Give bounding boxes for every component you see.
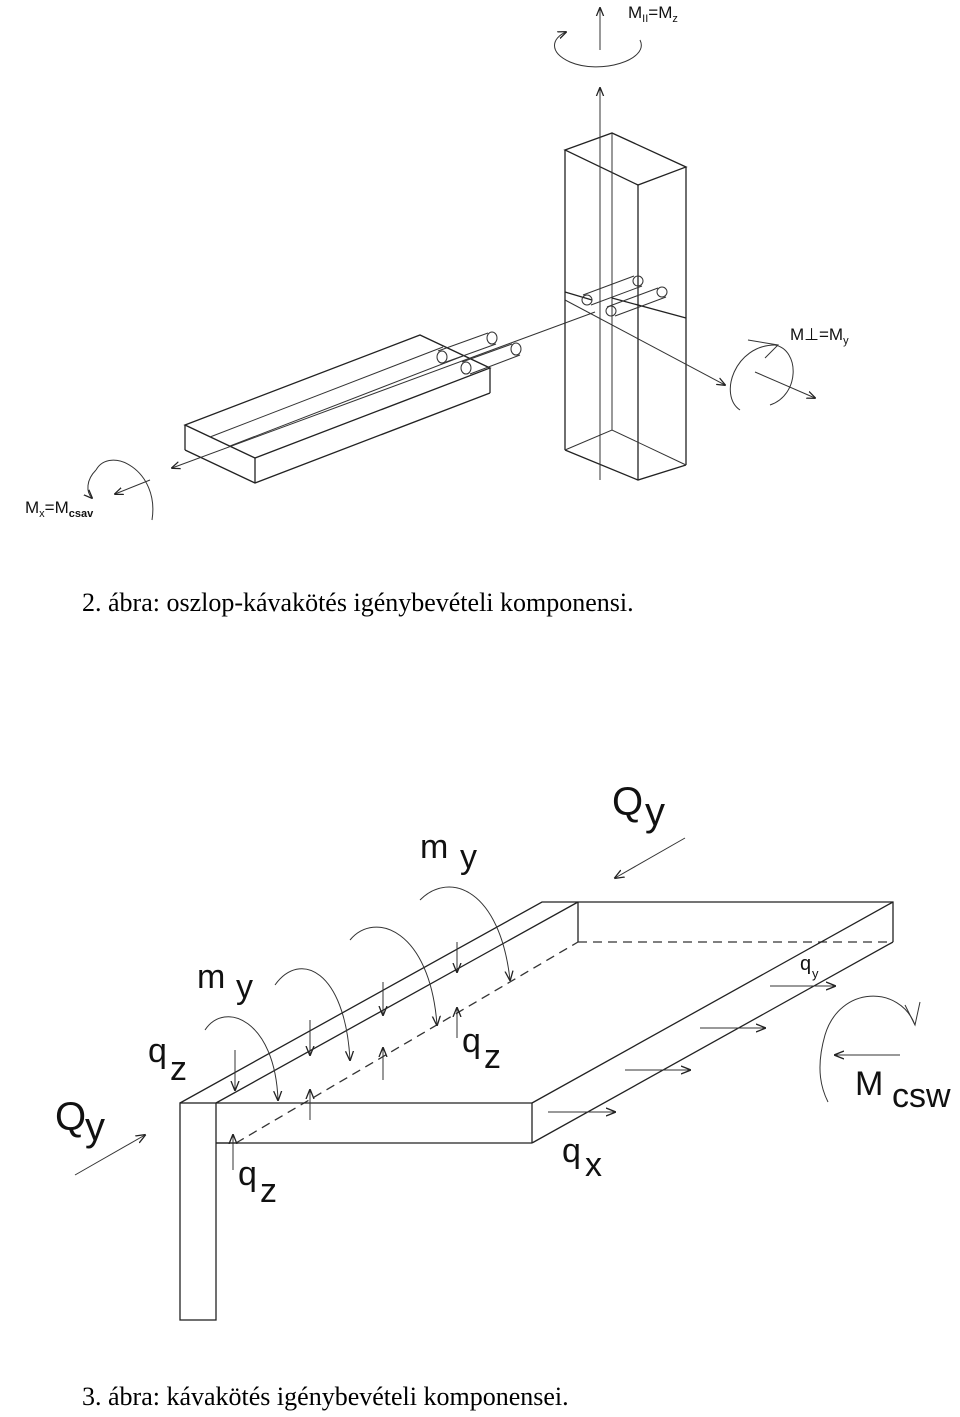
m-perp-label: M⊥=My bbox=[790, 325, 849, 347]
slab bbox=[216, 901, 894, 1144]
qz-label-low: qz bbox=[238, 1155, 277, 1210]
perpendicular-axis bbox=[564, 299, 725, 385]
figure-2: MII=Mz M⊥=My Mx=Mcsav bbox=[0, 0, 960, 560]
beam-axis bbox=[172, 311, 596, 468]
moment-z-icon bbox=[554, 8, 642, 68]
shear-arrow-top bbox=[615, 837, 686, 878]
vertical-post bbox=[179, 1102, 217, 1321]
qy-label: qy bbox=[800, 953, 819, 981]
column-dowels bbox=[581, 275, 668, 317]
vertical-load-arrows bbox=[233, 942, 457, 1170]
column-body bbox=[563, 132, 688, 481]
shear-label-top: Qy bbox=[612, 780, 665, 834]
figure-2-caption: 2. ábra: oszlop-kávakötés igénybevételi … bbox=[82, 588, 634, 617]
distributed-moment-icons bbox=[204, 886, 510, 1100]
moment-x-icon bbox=[88, 459, 154, 521]
figure-2-drawing: MII=Mz M⊥=My Mx=Mcsav bbox=[25, 3, 849, 521]
qz-label-mid: qz bbox=[462, 1022, 501, 1076]
torsion-moment-icon bbox=[819, 995, 921, 1103]
upper-beam bbox=[179, 901, 579, 1144]
shear-arrow-left bbox=[74, 1135, 145, 1176]
m-parallel-label: MII=Mz bbox=[628, 3, 678, 25]
shear-label-left: Qy bbox=[55, 1095, 105, 1149]
moment-y-icon bbox=[729, 339, 815, 411]
beam-body bbox=[183, 334, 492, 484]
m-x-label: Mx=Mcsav bbox=[25, 498, 94, 520]
qz-label-left: qz bbox=[148, 1032, 187, 1088]
figure-3-caption: 3. ábra: kávakötés igénybevételi kompone… bbox=[82, 1382, 569, 1411]
horizontal-load-arrows bbox=[548, 986, 835, 1112]
beam-dowels bbox=[436, 331, 522, 375]
